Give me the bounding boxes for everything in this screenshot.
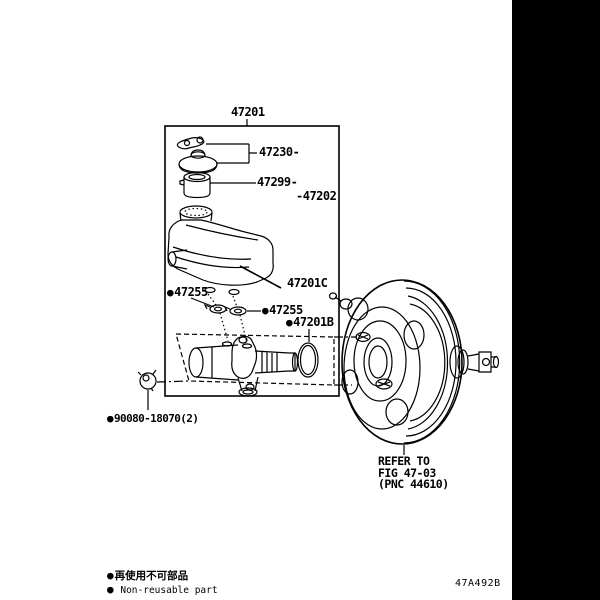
booster-push-rod (449, 345, 500, 379)
reservoir-tank (167, 205, 282, 296)
reservoir-cap-parts (176, 136, 257, 174)
scan-border (512, 0, 600, 600)
footnote-text-jp: 再使用不可部品 (114, 570, 189, 582)
part-label-bolt-90080: ●90080-18070(2) (107, 412, 199, 425)
bolt-grommet-part (137, 369, 157, 410)
part-number: 47255 (269, 303, 303, 317)
center-lines (156, 336, 357, 386)
refer-line-1: REFER TO (378, 454, 430, 468)
reservoir-grommets (190, 297, 261, 316)
non-reusable-marker: ● (262, 304, 269, 317)
refer-line-3: (PNC 44610) (378, 477, 449, 491)
non-reusable-marker: ● (107, 583, 114, 596)
part-number: 90080-18070(2) (114, 412, 199, 425)
refer-line-2: FIG 47-03 (378, 465, 436, 480)
footnote-text-en: Non-reusable part (120, 585, 218, 596)
part-label-assembly-47201: 47201 (231, 105, 265, 119)
subassembly-dashed-frame (175, 333, 335, 386)
footnote-non-reusable-jp: ●再使用不可部品 (107, 569, 188, 583)
booster-reference-note: REFER TO FIG 47-03 (PNC 44610) (378, 454, 449, 491)
part-label-strainer-47299: 47299- (257, 175, 298, 189)
part-label-oring-47201B: ●47201B (286, 315, 334, 330)
brake-booster (328, 279, 463, 455)
part-label-grommet-47255-left: ●47255 (167, 285, 208, 300)
non-reusable-marker: ● (107, 569, 114, 582)
part-label-cap-47230: 47230- (259, 145, 300, 159)
non-reusable-marker: ● (167, 286, 174, 299)
part-label-reservoir-47201C: 47201C (287, 276, 328, 290)
part-number: 47255 (174, 285, 208, 299)
non-reusable-marker: ● (107, 412, 114, 425)
part-label-reservoir-assy-47202: -47202 (296, 189, 337, 203)
drawing-code: 47A492B (455, 578, 501, 589)
strainer-part (179, 171, 256, 199)
alignment-dotted-lines (207, 293, 248, 344)
part-label-grommet-47255-right: ●47255 (262, 303, 303, 318)
non-reusable-marker: ● (286, 316, 293, 329)
master-cylinder-body (188, 335, 299, 397)
part-number: 47201B (293, 315, 334, 329)
footnote-non-reusable-en: ● Non-reusable part (107, 583, 218, 597)
